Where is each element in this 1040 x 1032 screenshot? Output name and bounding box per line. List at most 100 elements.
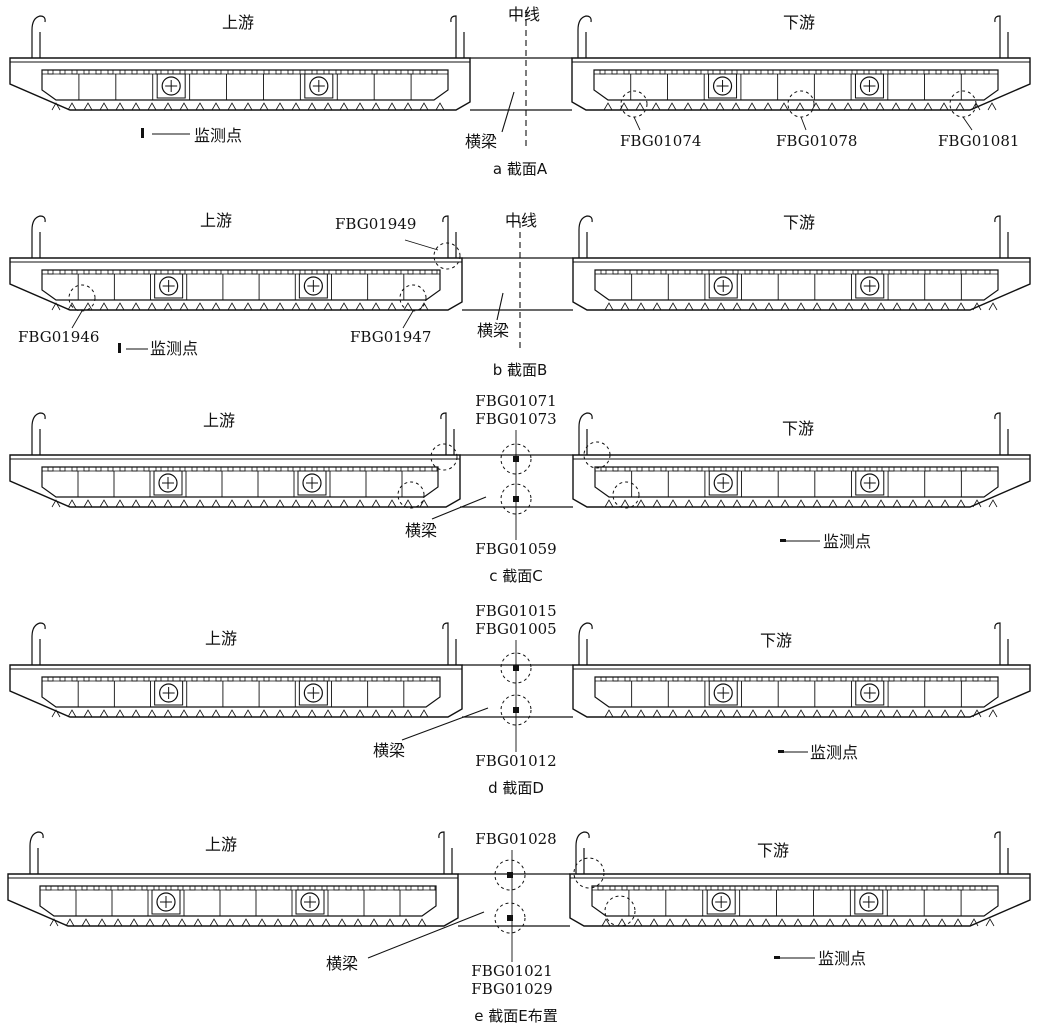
bottom-rib [905, 918, 915, 927]
railing-post [450, 15, 457, 58]
top-rib [828, 467, 835, 472]
sensor-label: FBG01078 [776, 132, 858, 150]
label-crossbeam-e: 横梁 [326, 954, 359, 973]
top-rib [659, 70, 666, 75]
top-rib [837, 886, 844, 891]
bottom-rib [403, 302, 413, 311]
manhole-icon [711, 892, 731, 912]
bottom-rib [699, 102, 709, 111]
railing-post [994, 831, 1001, 874]
bottom-rib [764, 709, 774, 718]
bottom-rib [972, 302, 982, 311]
bottom-rib [257, 918, 267, 927]
bottom-rib [780, 302, 790, 311]
top-rib [47, 270, 54, 275]
bottom-rib [163, 709, 173, 718]
bottom-rib [827, 102, 837, 111]
top-rib [107, 70, 114, 75]
top-rib [407, 467, 414, 472]
bottom-rib [195, 499, 205, 508]
bottom-rib [684, 499, 694, 508]
leader-line [367, 911, 485, 959]
manhole-frame [153, 470, 183, 496]
top-rib [696, 467, 703, 472]
top-rib [647, 70, 654, 75]
bottom-rib [307, 709, 317, 718]
bottom-rib [988, 709, 998, 718]
bottom-rib [876, 499, 886, 508]
top-rib [851, 70, 858, 75]
bottom-rib [179, 302, 189, 311]
bottom-rib [99, 499, 109, 508]
top-rib [599, 70, 606, 75]
top-rib [141, 886, 148, 891]
manhole-icon [713, 683, 733, 703]
bottom-rib [99, 302, 109, 311]
bottom-rib [763, 102, 773, 111]
legend-monitoring-point-b: 监测点 [150, 339, 199, 358]
bottom-rib [985, 918, 995, 927]
manhole-icon [159, 683, 179, 703]
top-rib [57, 886, 64, 891]
top-rib [405, 886, 412, 891]
top-rib [900, 677, 907, 682]
manhole-frame [297, 470, 327, 496]
sensor-label: FBG01005 [475, 620, 557, 638]
sensor-label: FBG01949 [335, 215, 417, 233]
bottom-rib [748, 302, 758, 311]
legend-marker [118, 343, 121, 353]
bottom-rib [681, 918, 691, 927]
bottom-rib [908, 302, 918, 311]
bottom-rib [811, 102, 821, 111]
top-rib [215, 677, 222, 682]
top-rib [59, 270, 66, 275]
top-rib [984, 270, 991, 275]
bottom-rib [683, 102, 693, 111]
sensor-marker [513, 707, 519, 713]
sensor-label: FBG01074 [620, 132, 702, 150]
bottom-rib [715, 102, 725, 111]
top-rib [744, 467, 751, 472]
bottom-rib [243, 709, 253, 718]
top-rib [612, 467, 619, 472]
top-rib [107, 677, 114, 682]
top-rib [948, 677, 955, 682]
top-rib [251, 270, 258, 275]
top-rib [849, 886, 856, 891]
label-upstream-d: 上游 [205, 629, 238, 648]
top-rib [47, 467, 54, 472]
manhole-frame [706, 889, 736, 915]
girder-outline [572, 664, 1031, 718]
railing-post [31, 412, 46, 455]
top-rib [840, 467, 847, 472]
top-rib [215, 467, 222, 472]
top-rib [71, 70, 78, 75]
top-rib [972, 467, 979, 472]
sensor-label: FBG01073 [475, 410, 557, 428]
top-rib [768, 467, 775, 472]
top-rib [383, 467, 390, 472]
top-rib [743, 70, 750, 75]
top-rib [71, 677, 78, 682]
bottom-rib [732, 499, 742, 508]
bottom-rib [67, 302, 77, 311]
top-rib [900, 467, 907, 472]
railing-post [442, 622, 449, 665]
manhole-icon [713, 276, 733, 296]
top-rib [143, 467, 150, 472]
manhole-frame [156, 73, 186, 99]
manhole-frame [708, 273, 738, 299]
top-rib [189, 886, 196, 891]
top-rib [203, 467, 210, 472]
leader-line [496, 292, 504, 321]
top-rib [816, 270, 823, 275]
sensor-marker [494, 902, 526, 934]
top-rib [912, 467, 919, 472]
manhole-icon [860, 683, 880, 703]
top-rib [669, 886, 676, 891]
legend-monitoring-point-e: 监测点 [818, 949, 867, 968]
legend-monitoring-point-a: 监测点 [194, 126, 243, 145]
top-rib [684, 270, 691, 275]
top-rib [395, 677, 402, 682]
top-rib [624, 270, 631, 275]
